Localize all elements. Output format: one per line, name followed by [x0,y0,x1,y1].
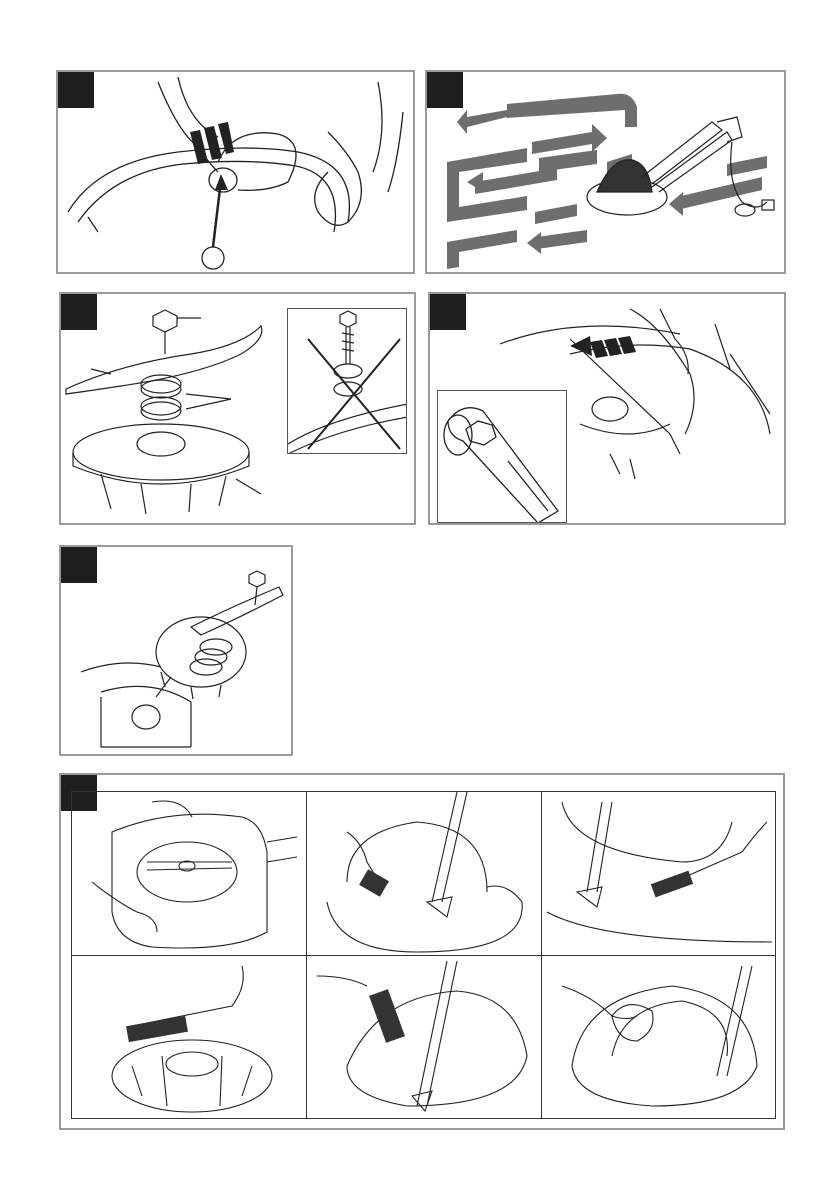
cleaning-step-1-underside [72,792,307,956]
cleaning-step-3-brush-deck [542,792,776,956]
reassemble-illustration [61,547,293,756]
brush-hood-illustration [307,792,542,956]
panel-3-blade-assembly [59,292,416,525]
cleaning-step-6-wipe-cloth [542,956,776,1119]
brush-deck-illustration [542,792,776,956]
spanner-nut-illustration [438,391,567,523]
panel-2-mowing-pattern [425,70,786,274]
panel-6-cleaning [59,773,785,1130]
switch-on-illustration [58,72,415,274]
cleaning-steps-grid [71,791,776,1119]
underside-illustration [72,792,307,956]
brush-fan-illustration [72,956,307,1119]
brush-handle-illustration [307,956,542,1119]
cross-out-illustration [288,309,407,454]
cleaning-step-4-brush-fan [72,956,307,1119]
mowing-pattern-illustration [427,72,786,274]
cleaning-step-5-brush-handle [307,956,542,1119]
panel-1-switch-on [56,70,415,274]
wipe-cloth-illustration [542,956,776,1119]
panel-4-remove-blade [428,292,786,525]
panel-5-reassemble [59,545,293,756]
incorrect-assembly-inset [287,308,407,454]
spanner-detail-inset [437,390,567,523]
cleaning-step-2-brush-hood [307,792,542,956]
